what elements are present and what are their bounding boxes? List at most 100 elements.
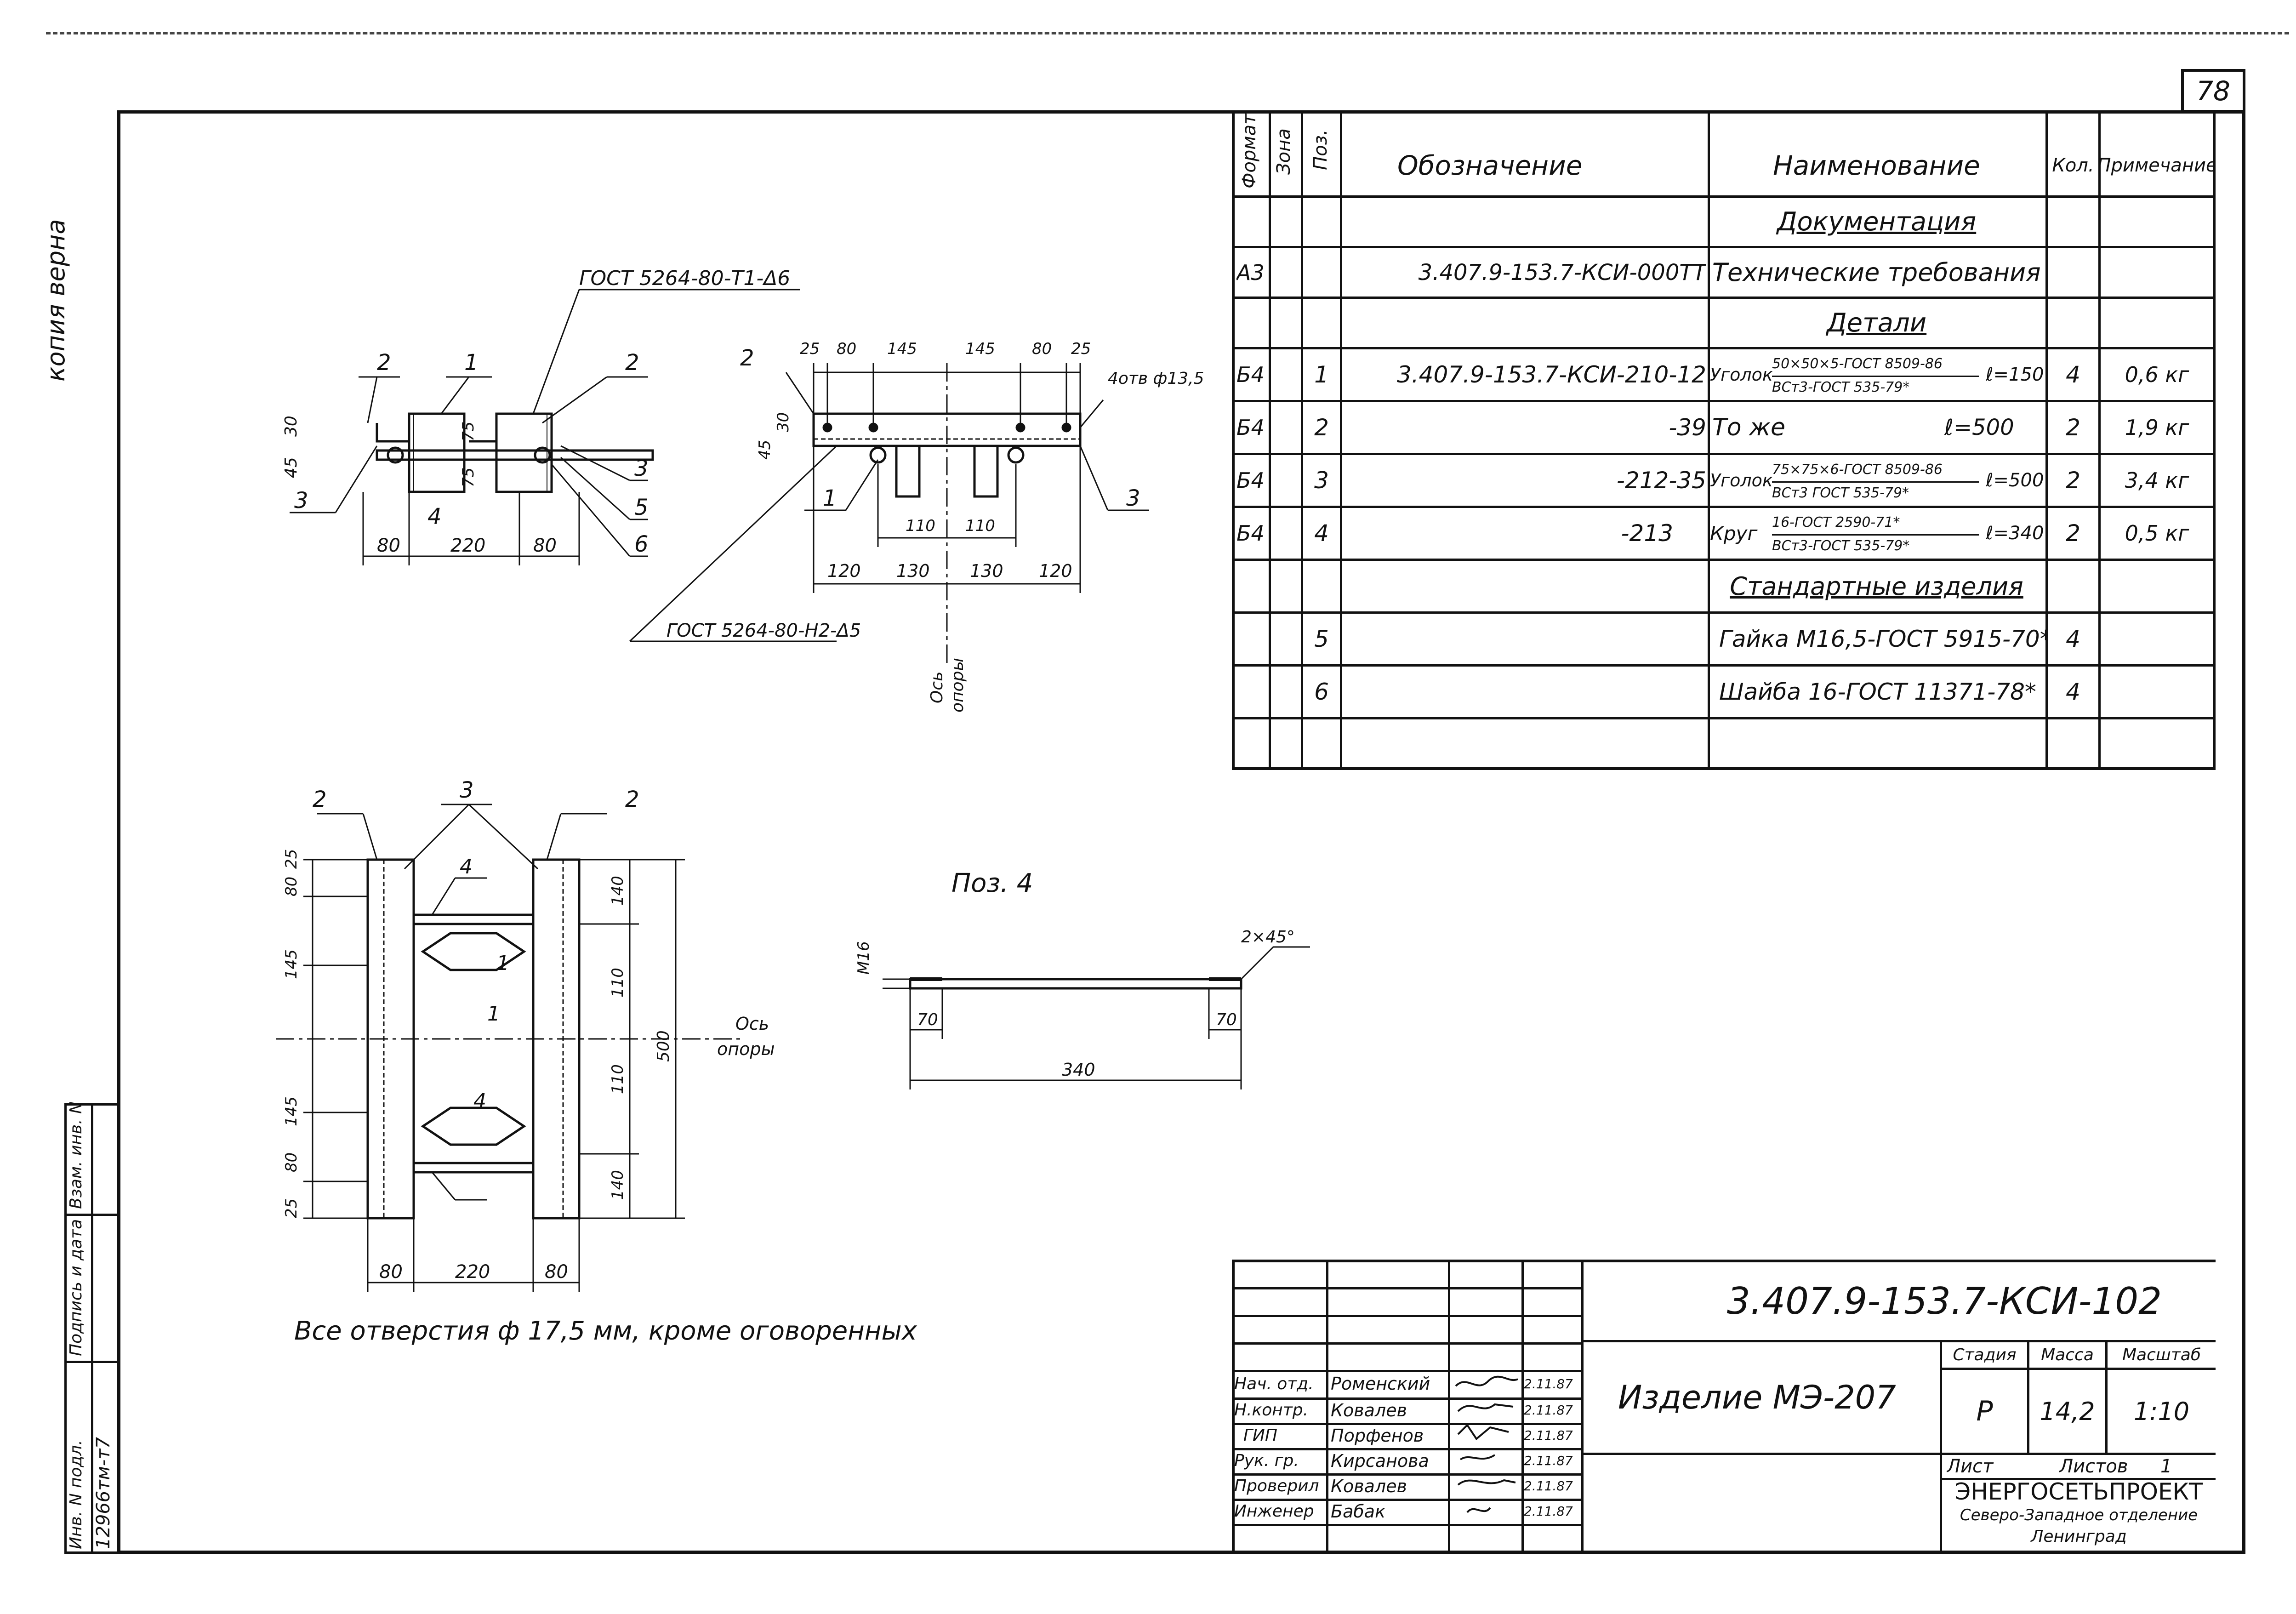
side-dim-b1: 130 bbox=[896, 561, 930, 581]
signer-role-3: Рук. гр. bbox=[1234, 1451, 1299, 1470]
sheets-value: 1 bbox=[2160, 1456, 2172, 1477]
mass-label: Масса bbox=[2041, 1346, 2094, 1364]
plan-label-1b: 1 bbox=[487, 1002, 500, 1026]
title-code: 3.407.9-153.7-КСИ-102 bbox=[1726, 1279, 2162, 1323]
plan-dim-b2: 80 bbox=[545, 1261, 568, 1283]
front-dim-75b: 75 bbox=[459, 468, 478, 487]
drawings-svg: ГОСТ 5264-80-Т1-Δ6 2 1 2 3 4 3 5 6 80 22… bbox=[276, 267, 1310, 1292]
pos4-thread: М16 bbox=[855, 941, 873, 975]
pos4-view bbox=[883, 946, 1310, 1089]
row5-qty: 2 bbox=[2066, 467, 2080, 494]
row4-designation: -39 bbox=[1669, 414, 1706, 441]
row4-note: 1,9 кг bbox=[2125, 415, 2189, 440]
row5-format: Б4 bbox=[1236, 468, 1265, 493]
sheet-number-box: 78 bbox=[2181, 69, 2245, 113]
axis-line2: опоры bbox=[948, 658, 967, 713]
side-view bbox=[629, 363, 1149, 667]
signer-role-5: Инженер bbox=[1234, 1502, 1314, 1521]
signer-date-4: 2.11.87 bbox=[1524, 1478, 1573, 1494]
side-dim-45: 45 bbox=[756, 440, 774, 460]
front-label-2a: 2 bbox=[377, 350, 391, 376]
signer-name-5: Бабак bbox=[1331, 1501, 1386, 1522]
pos4-chamfer: 2×45° bbox=[1241, 928, 1295, 947]
general-note: Все отверстия ф 17,5 мм, кроме оговоренн… bbox=[294, 1316, 917, 1346]
side-inv: Инв. N подл. bbox=[67, 1440, 85, 1549]
side-dim-30: 30 bbox=[774, 412, 792, 432]
side-dim-t4: 80 bbox=[1032, 340, 1052, 358]
front-dim-left: 80 bbox=[377, 535, 400, 556]
plan-label-4b: 4 bbox=[473, 1089, 486, 1113]
row3-length: ℓ=150 bbox=[1986, 364, 2044, 385]
row6-length: ℓ=340 bbox=[1986, 523, 2044, 544]
front-dim-75a: 75 bbox=[459, 422, 478, 441]
sheet-number: 78 bbox=[2196, 75, 2230, 107]
row1-designation: 3.407.9-153.7-КСИ-000ТТ bbox=[1418, 259, 1706, 285]
signer-name-4: Ковалев bbox=[1331, 1476, 1407, 1496]
row1-format: А3 bbox=[1236, 260, 1265, 285]
axis-line1: Ось bbox=[928, 672, 946, 703]
plan-dim-b0: 80 bbox=[379, 1261, 403, 1283]
front-label-3b: 3 bbox=[634, 456, 649, 481]
hdr-qty: Кол. bbox=[2052, 155, 2094, 176]
front-label-4: 4 bbox=[427, 504, 442, 530]
front-label-2b: 2 bbox=[625, 350, 639, 376]
front-dim-mid: 220 bbox=[450, 535, 485, 556]
front-view bbox=[290, 289, 800, 565]
side-dim-b0: 120 bbox=[827, 561, 861, 581]
plan-dim-l5: 25 bbox=[282, 1198, 301, 1218]
front-label-1: 1 bbox=[464, 350, 479, 376]
row4-name: То же bbox=[1712, 414, 1785, 441]
side-label-1: 1 bbox=[823, 485, 837, 511]
pos4-dim-b: 70 bbox=[1216, 1010, 1237, 1029]
row5-name-top: 75×75×6-ГОСТ 8509-86 bbox=[1772, 457, 1979, 483]
row8-name: Гайка М16,5-ГОСТ 5915-70* bbox=[1719, 626, 2045, 652]
copy-note: копия верна bbox=[41, 219, 70, 382]
side-sign: Подпись и дата bbox=[67, 1219, 85, 1356]
side-dim-t5: 25 bbox=[1071, 340, 1091, 358]
row6-note: 0,5 кг bbox=[2125, 521, 2189, 546]
org-sub2: Ленинград bbox=[2031, 1527, 2127, 1546]
plan-dim-r3: 140 bbox=[609, 1170, 627, 1200]
row3-format: Б4 bbox=[1236, 362, 1265, 387]
plan-dim-b1: 220 bbox=[455, 1261, 490, 1283]
signer-name-1: Ковалев bbox=[1331, 1400, 1407, 1420]
row5-note: 3,4 кг bbox=[2125, 468, 2189, 493]
signer-date-2: 2.11.87 bbox=[1524, 1428, 1573, 1443]
front-dim-30: 30 bbox=[282, 416, 301, 437]
drawing-frame bbox=[117, 110, 2245, 1554]
row6-name: Круг bbox=[1710, 522, 1758, 545]
plan-dim-l1: 80 bbox=[282, 877, 301, 896]
side-dim-t3: 145 bbox=[965, 340, 995, 358]
scale-value: 1:10 bbox=[2133, 1397, 2190, 1426]
row1-name: Технические требования bbox=[1712, 258, 2041, 287]
pos4-dim-a: 70 bbox=[917, 1010, 938, 1029]
front-dim-45: 45 bbox=[282, 457, 301, 478]
signer-date-1: 2.11.87 bbox=[1524, 1403, 1573, 1418]
sheets-label: Листов bbox=[2059, 1456, 2128, 1477]
side-dim-i0: 110 bbox=[906, 517, 935, 535]
pos4-title: Поз. 4 bbox=[951, 868, 1033, 898]
side-dim-b2: 130 bbox=[970, 561, 1003, 581]
org-name: ЭНЕРГОСЕТЬПРОЕКТ bbox=[1954, 1478, 2203, 1505]
side-label-3: 3 bbox=[1126, 485, 1140, 511]
row6-name-top: 16-ГОСТ 2590-71* bbox=[1772, 510, 1979, 536]
org-sub1: Северо-Западное отделение bbox=[1960, 1506, 2198, 1524]
row9-name: Шайба 16-ГОСТ 11371-78* bbox=[1719, 679, 2036, 705]
row6-pos: 4 bbox=[1314, 520, 1329, 547]
row8-qty: 4 bbox=[2066, 626, 2080, 652]
top-border-line bbox=[46, 32, 2289, 34]
side-inv-value: 12966тм-т7 bbox=[93, 1437, 114, 1549]
signer-role-2: ГИП bbox=[1243, 1426, 1278, 1445]
front-label-6: 6 bbox=[634, 531, 649, 557]
plan-label-1a: 1 bbox=[496, 952, 509, 975]
stage-label: Стадия bbox=[1953, 1346, 2017, 1364]
side-dim-t0: 25 bbox=[800, 340, 820, 358]
front-label-5: 5 bbox=[634, 495, 649, 520]
scale-label: Масштаб bbox=[2122, 1346, 2201, 1364]
front-dim-right: 80 bbox=[533, 535, 557, 556]
row5-designation: -212-35 bbox=[1616, 467, 1706, 494]
row5-length: ℓ=500 bbox=[1986, 470, 2044, 491]
side-dim-i1: 110 bbox=[965, 517, 995, 535]
signer-role-0: Нач. отд. bbox=[1234, 1374, 1314, 1393]
hdr-note: Примечание bbox=[2100, 155, 2215, 176]
